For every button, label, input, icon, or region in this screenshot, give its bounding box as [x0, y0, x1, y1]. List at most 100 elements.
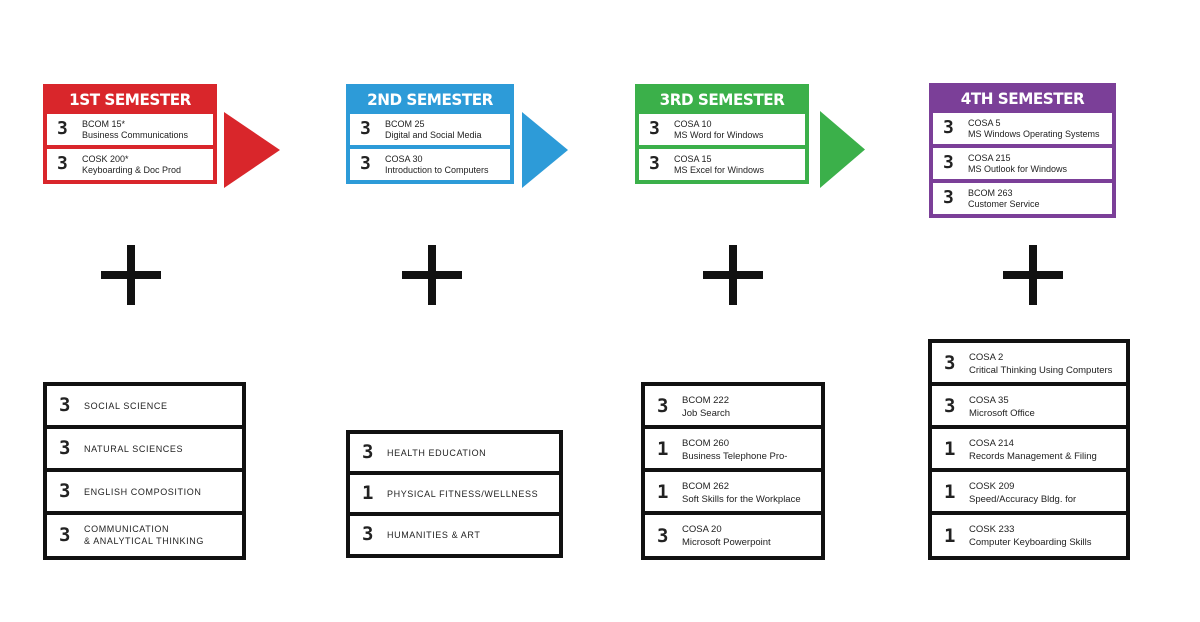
credit-count: 1 — [944, 481, 956, 503]
credit-count: 3 — [362, 441, 374, 463]
course-code: BCOM 222 — [682, 395, 729, 406]
credit-count: 1 — [657, 481, 669, 503]
credit-count: 3 — [59, 437, 71, 459]
list-item: 3 SOCIAL SCIENCE — [47, 386, 242, 425]
course-name: MS Outlook for Windows — [968, 164, 1068, 174]
credit-count: 3 — [657, 395, 669, 417]
credit-count: 3 — [943, 117, 954, 138]
course-name: Keyboarding & Doc Prod — [82, 165, 182, 175]
course-row: 3 COSK 200* Keyboarding & Doc Prod — [47, 149, 213, 180]
semester-2-title: 2ND SEMESTER — [367, 90, 493, 109]
course-name: Customer Service — [968, 199, 1040, 209]
course-row: 3 BCOM 263 Customer Service — [933, 183, 1112, 214]
course-row: 3 COSA 215 MS Outlook for Windows — [933, 148, 1112, 179]
credit-count: 3 — [649, 118, 660, 139]
course-name: Speed/Accuracy Bldg. for — [969, 494, 1077, 505]
list-item: 3 COSA 20 Microsoft Powerpoint — [645, 515, 821, 556]
course-code: COSK 200* — [82, 154, 129, 164]
course-name: Soft Skills for the Workplace — [682, 494, 801, 505]
credit-count: 1 — [944, 525, 956, 547]
credit-count: 3 — [362, 523, 374, 545]
general-education-box-2: 3 HEALTH EDUCATION 1 PHYSICAL FITNESS/WE… — [346, 430, 563, 558]
semester-3-box: 3RD SEMESTER 3 COSA 10 MS Word for Windo… — [635, 84, 809, 184]
course-name: MS Word for Windows — [674, 130, 764, 140]
requirement-label: NATURAL SCIENCES — [84, 444, 184, 454]
course-code: BCOM 260 — [682, 438, 729, 449]
course-code: COSA 20 — [682, 524, 722, 535]
course-name: Job Search — [682, 408, 731, 419]
credit-count: 3 — [944, 352, 956, 374]
course-code: BCOM 15* — [82, 119, 126, 129]
course-code: COSA 214 — [969, 438, 1014, 449]
course-code: COSA 35 — [969, 395, 1009, 406]
course-name: Computer Keyboarding Skills — [969, 537, 1092, 548]
requirement-label-line-2: & ANALYTICAL THINKING — [84, 536, 204, 546]
course-code: COSA 2 — [969, 352, 1004, 363]
course-code: COSA 5 — [968, 118, 1001, 128]
course-row: 3 COSA 10 MS Word for Windows — [639, 114, 805, 145]
course-name: Critical Thinking Using Computers — [969, 365, 1113, 376]
list-item: 1 BCOM 262 Soft Skills for the Workplace — [645, 472, 821, 511]
credit-count: 3 — [57, 118, 68, 139]
list-item: 1 BCOM 260 Business Telephone Pro- — [645, 429, 821, 468]
requirement-label: ENGLISH COMPOSITION — [84, 487, 202, 497]
credit-count: 3 — [943, 152, 954, 173]
course-name: Microsoft Powerpoint — [682, 537, 771, 548]
semester-1-box: 1ST SEMESTER 3 BCOM 15* Business Communi… — [43, 84, 217, 184]
course-name: Introduction to Computers — [385, 165, 489, 175]
credit-count: 3 — [57, 153, 68, 174]
course-code: COSK 233 — [969, 524, 1015, 535]
list-item: 3 COSA 2 Critical Thinking Using Compute… — [932, 343, 1126, 382]
credit-count: 3 — [657, 525, 669, 547]
list-item: 3 NATURAL SCIENCES — [47, 429, 242, 468]
course-code: COSA 15 — [674, 154, 712, 164]
plus-icon — [101, 245, 161, 305]
course-code: BCOM 25 — [385, 119, 425, 129]
credit-count: 1 — [944, 438, 956, 460]
semester-1-title: 1ST SEMESTER — [69, 90, 191, 109]
credit-count: 3 — [59, 524, 71, 546]
list-item: 3 COMMUNICATION & ANALYTICAL THINKING — [47, 515, 242, 556]
course-code: COSA 10 — [674, 119, 712, 129]
credit-count: 3 — [649, 153, 660, 174]
credit-count: 3 — [943, 187, 954, 208]
course-row: 3 COSA 5 MS Windows Operating Systems — [933, 113, 1112, 144]
course-code: BCOM 262 — [682, 481, 729, 492]
arrow-right-icon — [820, 111, 865, 188]
course-name: MS Windows Operating Systems — [968, 129, 1100, 139]
credit-count: 1 — [362, 482, 374, 504]
course-row: 3 BCOM 25 Digital and Social Media — [350, 114, 510, 145]
semester-4-box: 4TH SEMESTER 3 COSA 5 MS Windows Operati… — [929, 83, 1116, 218]
course-code: COSA 215 — [968, 153, 1011, 163]
list-item: 1 COSA 214 Records Management & Filing — [932, 429, 1126, 468]
credit-count: 3 — [59, 394, 71, 416]
plus-icon — [1003, 245, 1063, 305]
credit-count: 1 — [657, 438, 669, 460]
course-code: COSK 209 — [969, 481, 1015, 492]
requirement-label: PHYSICAL FITNESS/WELLNESS — [387, 489, 539, 499]
credit-count: 3 — [59, 480, 71, 502]
list-item: 1 COSK 209 Speed/Accuracy Bldg. for — [932, 472, 1126, 511]
semester-4-title: 4TH SEMESTER — [960, 89, 1085, 108]
requirement-label: HUMANITIES & ART — [387, 530, 481, 540]
list-item: 3 ENGLISH COMPOSITION — [47, 472, 242, 511]
general-education-box-1: 3 SOCIAL SCIENCE 3 NATURAL SCIENCES 3 EN… — [43, 382, 246, 560]
course-name: Records Management & Filing — [969, 451, 1097, 462]
semester-3-title: 3RD SEMESTER — [659, 90, 785, 109]
requirement-label: HEALTH EDUCATION — [387, 448, 487, 458]
course-name: MS Excel for Windows — [674, 165, 765, 175]
list-item: 3 HEALTH EDUCATION — [350, 434, 559, 471]
course-code: COSA 30 — [385, 154, 423, 164]
semester-2-box: 2ND SEMESTER 3 BCOM 25 Digital and Socia… — [346, 84, 514, 184]
list-item: 3 HUMANITIES & ART — [350, 516, 559, 554]
credit-count: 3 — [360, 153, 371, 174]
course-row: 3 BCOM 15* Business Communications — [47, 114, 213, 145]
course-code: BCOM 263 — [968, 188, 1013, 198]
list-item: 3 COSA 35 Microsoft Office — [932, 386, 1126, 425]
list-item: 1 PHYSICAL FITNESS/WELLNESS — [350, 475, 559, 512]
elective-courses-box-4: 3 COSA 2 Critical Thinking Using Compute… — [928, 339, 1130, 560]
course-name: Microsoft Office — [969, 408, 1035, 419]
course-name: Digital and Social Media — [385, 130, 482, 140]
credit-count: 3 — [360, 118, 371, 139]
list-item: 1 COSK 233 Computer Keyboarding Skills — [932, 515, 1126, 556]
